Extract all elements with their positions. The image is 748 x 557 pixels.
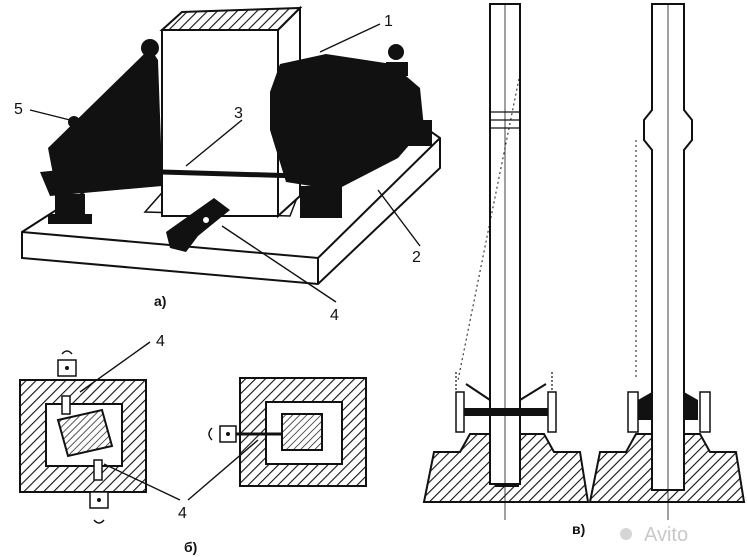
- watermark-text: Avito: [644, 524, 688, 546]
- left-conductor: [48, 48, 162, 190]
- label-4-isometric: 4: [330, 307, 339, 324]
- caption-c: в): [572, 521, 585, 537]
- section-right-left-shim: [627, 391, 639, 433]
- right-screw-head: [388, 44, 404, 60]
- label-5: 5: [14, 101, 23, 118]
- label-2: 2: [412, 249, 421, 266]
- label-4-plan-top: 4: [156, 333, 165, 350]
- label-4-plan-bottom: 4: [178, 505, 187, 522]
- plan-right-column-aligned: [281, 413, 323, 451]
- label-1: 1: [384, 13, 393, 30]
- caption-b: б): [184, 539, 197, 555]
- section-views: в): [422, 3, 746, 537]
- section-left-foundation: [422, 433, 590, 503]
- section-left-clamp-bar: [456, 408, 556, 416]
- right-conductor: [270, 54, 424, 190]
- watermark: Avito: [620, 524, 688, 546]
- front-clamp: [166, 198, 230, 252]
- column-top-section: [159, 6, 303, 31]
- label-3: 3: [234, 105, 243, 122]
- cross-bar: [161, 169, 301, 179]
- column: [161, 29, 279, 217]
- caption-a: а): [154, 293, 166, 309]
- isometric-view: 1 2 3 4 5 а): [14, 5, 441, 324]
- left-screw-head: [141, 39, 159, 57]
- watermark-logo-icon: [620, 528, 632, 540]
- section-right-right-shim: [699, 391, 711, 433]
- plan-views: 4 4 б): [19, 333, 367, 555]
- plan-left-column-rotated: [56, 408, 114, 458]
